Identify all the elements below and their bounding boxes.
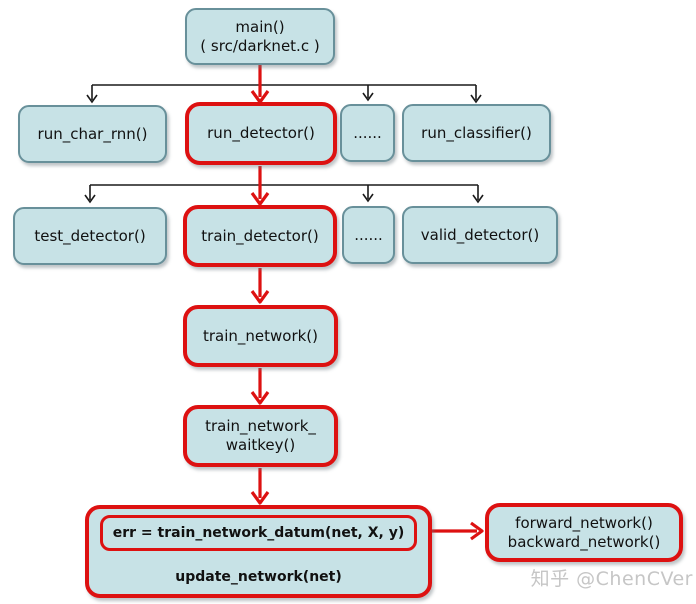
node-test-detector: test_detector(): [13, 207, 167, 265]
node-test-detector-label: test_detector(): [34, 226, 146, 245]
node-train-detector: train_detector(): [183, 205, 337, 267]
node-train-network-waitkey: train_network_ waitkey(): [183, 405, 338, 467]
node-train-network: train_network(): [183, 305, 338, 367]
node-ellipsis-row3: ......: [342, 206, 395, 264]
node-run-detector: run_detector(): [185, 102, 337, 165]
node-run-classifier: run_classifier(): [402, 104, 551, 162]
branch-row3-lines: [84, 184, 484, 204]
node-main-line2: ( src/darknet.c ): [200, 36, 320, 55]
node-valid-detector: valid_detector(): [402, 206, 558, 264]
node-main-line1: main(): [235, 17, 285, 36]
node-train-detector-label: train_detector(): [201, 226, 319, 245]
node-err-train-network-datum-label: err = train_network_datum(net, X, y): [112, 524, 405, 541]
node-update-network: update_network(net): [89, 557, 428, 597]
node-forward-backward-network: forward_network() backward_network(): [485, 503, 683, 562]
node-train-network-waitkey-line2: waitkey(): [225, 436, 296, 454]
branch-row2-lines: [86, 84, 482, 104]
node-backward-network-line2: backward_network(): [507, 532, 661, 551]
node-main: main() ( src/darknet.c ): [185, 8, 335, 65]
node-train-network-label: train_network(): [202, 326, 319, 345]
node-run-char-rnn-label: run_char_rnn(): [37, 124, 148, 143]
node-ellipsis-row2: ......: [340, 104, 395, 162]
node-valid-detector-label: valid_detector(): [420, 225, 540, 244]
node-run-classifier-label: run_classifier(): [421, 123, 532, 142]
node-ellipsis-row3-label: ......: [354, 225, 383, 244]
node-train-network-waitkey-line1: train_network_: [205, 417, 316, 435]
node-update-network-label: update_network(net): [175, 568, 342, 585]
node-err-train-network-datum: err = train_network_datum(net, X, y): [100, 515, 417, 551]
node-ellipsis-row2-label: ......: [353, 123, 382, 142]
node-train-loop-group: err = train_network_datum(net, X, y) upd…: [85, 505, 432, 598]
node-run-char-rnn: run_char_rnn(): [18, 105, 167, 163]
node-forward-network-line1: forward_network(): [515, 513, 653, 532]
node-run-detector-label: run_detector(): [207, 124, 315, 142]
watermark-zhihu-chencver: 知乎 @ChenCVer: [530, 568, 693, 590]
